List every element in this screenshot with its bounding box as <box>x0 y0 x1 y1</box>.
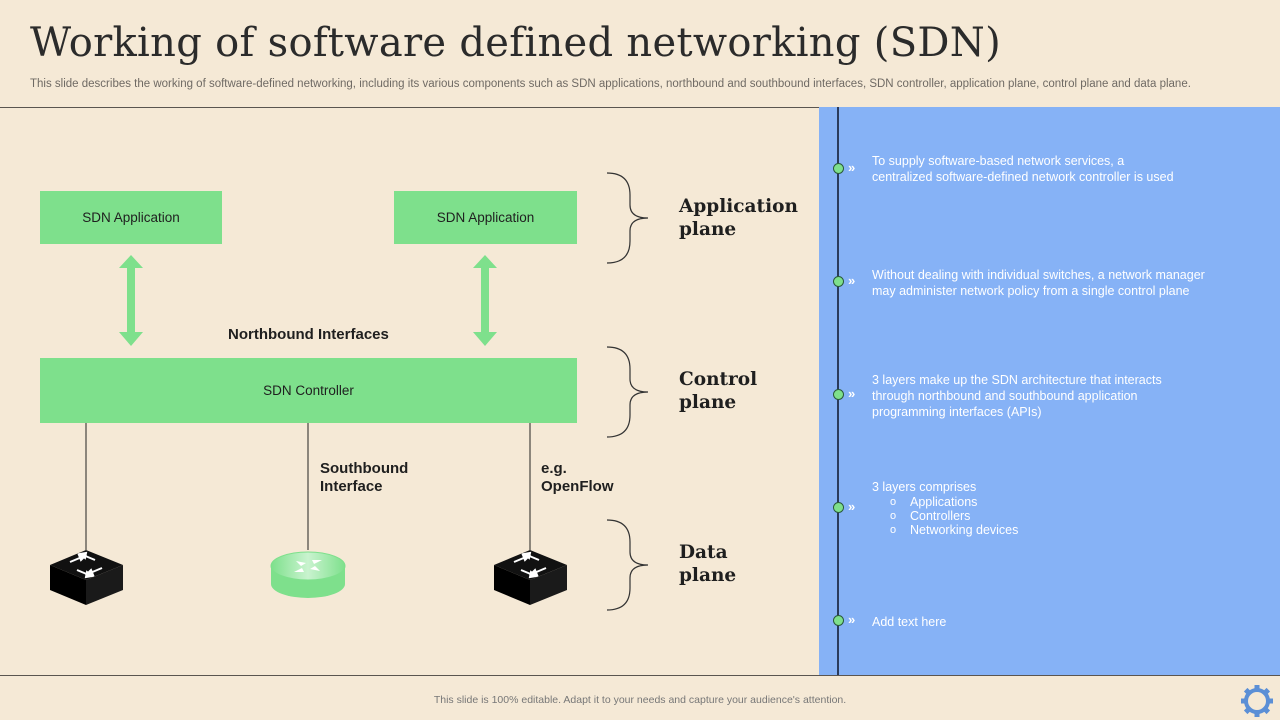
northbound-arrow-right <box>473 255 497 346</box>
plane-label-line: plane <box>679 392 737 413</box>
control-plane-label: Control plane <box>679 368 757 414</box>
southbound-line-b: Interface <box>320 478 383 495</box>
southbound-line-a: Southbound <box>320 460 409 477</box>
plane-label-line: Control <box>679 369 758 390</box>
panel-text-line: 3 layers comprises <box>872 480 977 494</box>
sdn-application-box-left: SDN Application <box>40 191 222 244</box>
panel-text-line: To supply software-based network service… <box>872 154 1125 168</box>
double-chevron-icon: » <box>848 612 856 627</box>
panel-text-line: programming interfaces (APIs) <box>872 405 1042 419</box>
sub-list-item: Controllers <box>872 509 1232 523</box>
control-plane-brace <box>606 346 649 438</box>
panel-text-line: centralized software-defined network con… <box>872 170 1174 184</box>
sub-list: Applications Controllers Networking devi… <box>872 495 1232 537</box>
data-plane-label: Data plane <box>679 541 736 587</box>
panel-item-4: 3 layers comprises Applications Controll… <box>872 479 1232 537</box>
page-title: Working of software defined networking (… <box>30 20 1001 66</box>
panel-text-line: 3 layers make up the SDN architecture th… <box>872 373 1162 387</box>
plane-label-line: Data <box>679 542 728 563</box>
panel-text-line: Without dealing with individual switches… <box>872 268 1205 282</box>
northbound-interfaces-label: Northbound Interfaces <box>228 326 389 343</box>
application-plane-brace <box>606 172 649 264</box>
double-chevron-icon: » <box>848 499 856 514</box>
page-subtitle: This slide describes the working of soft… <box>30 78 1191 90</box>
sub-list-item: Networking devices <box>872 523 1232 537</box>
double-chevron-icon: » <box>848 386 856 401</box>
timeline-dot <box>833 502 844 513</box>
sdn-application-box-right: SDN Application <box>394 191 577 244</box>
panel-item-5: Add text here <box>872 614 1232 630</box>
switch-icon <box>494 550 567 605</box>
southbound-interface-label: Southbound Interface <box>320 460 408 496</box>
timeline-dot <box>833 163 844 174</box>
panel-item-2: Without dealing with individual switches… <box>872 267 1232 299</box>
double-chevron-icon: » <box>848 273 856 288</box>
timeline-dot <box>833 615 844 626</box>
gear-icon[interactable] <box>1241 685 1273 717</box>
double-chevron-icon: » <box>848 160 856 175</box>
openflow-label: e.g. OpenFlow <box>541 460 614 496</box>
northbound-arrow-left <box>119 255 143 346</box>
panel-text-line: Add text here <box>872 615 947 629</box>
sub-list-item: Applications <box>872 495 1232 509</box>
application-plane-label: Application plane <box>679 195 798 241</box>
header-divider <box>0 107 1280 108</box>
sdn-controller-box: SDN Controller <box>40 358 577 423</box>
panel-text-line: through northbound and southbound applic… <box>872 389 1138 403</box>
panel-item-1: To supply software-based network service… <box>872 153 1232 185</box>
data-plane-brace <box>606 519 649 611</box>
panel-item-3: 3 layers make up the SDN architecture th… <box>872 372 1232 420</box>
plane-label-line: plane <box>679 219 737 240</box>
footer-divider <box>0 675 1280 676</box>
timeline-dot <box>833 276 844 287</box>
switch-icon <box>50 550 123 605</box>
panel-text-line: may administer network policy from a sin… <box>872 284 1190 298</box>
timeline-dot <box>833 389 844 400</box>
openflow-line-b: OpenFlow <box>541 478 614 495</box>
footer-note: This slide is 100% editable. Adapt it to… <box>433 694 847 706</box>
router-icon <box>270 551 346 598</box>
plane-label-line: Application <box>679 196 798 217</box>
plane-label-line: plane <box>679 565 737 586</box>
openflow-line-a: e.g. <box>541 460 567 477</box>
notes-panel <box>819 107 1280 675</box>
